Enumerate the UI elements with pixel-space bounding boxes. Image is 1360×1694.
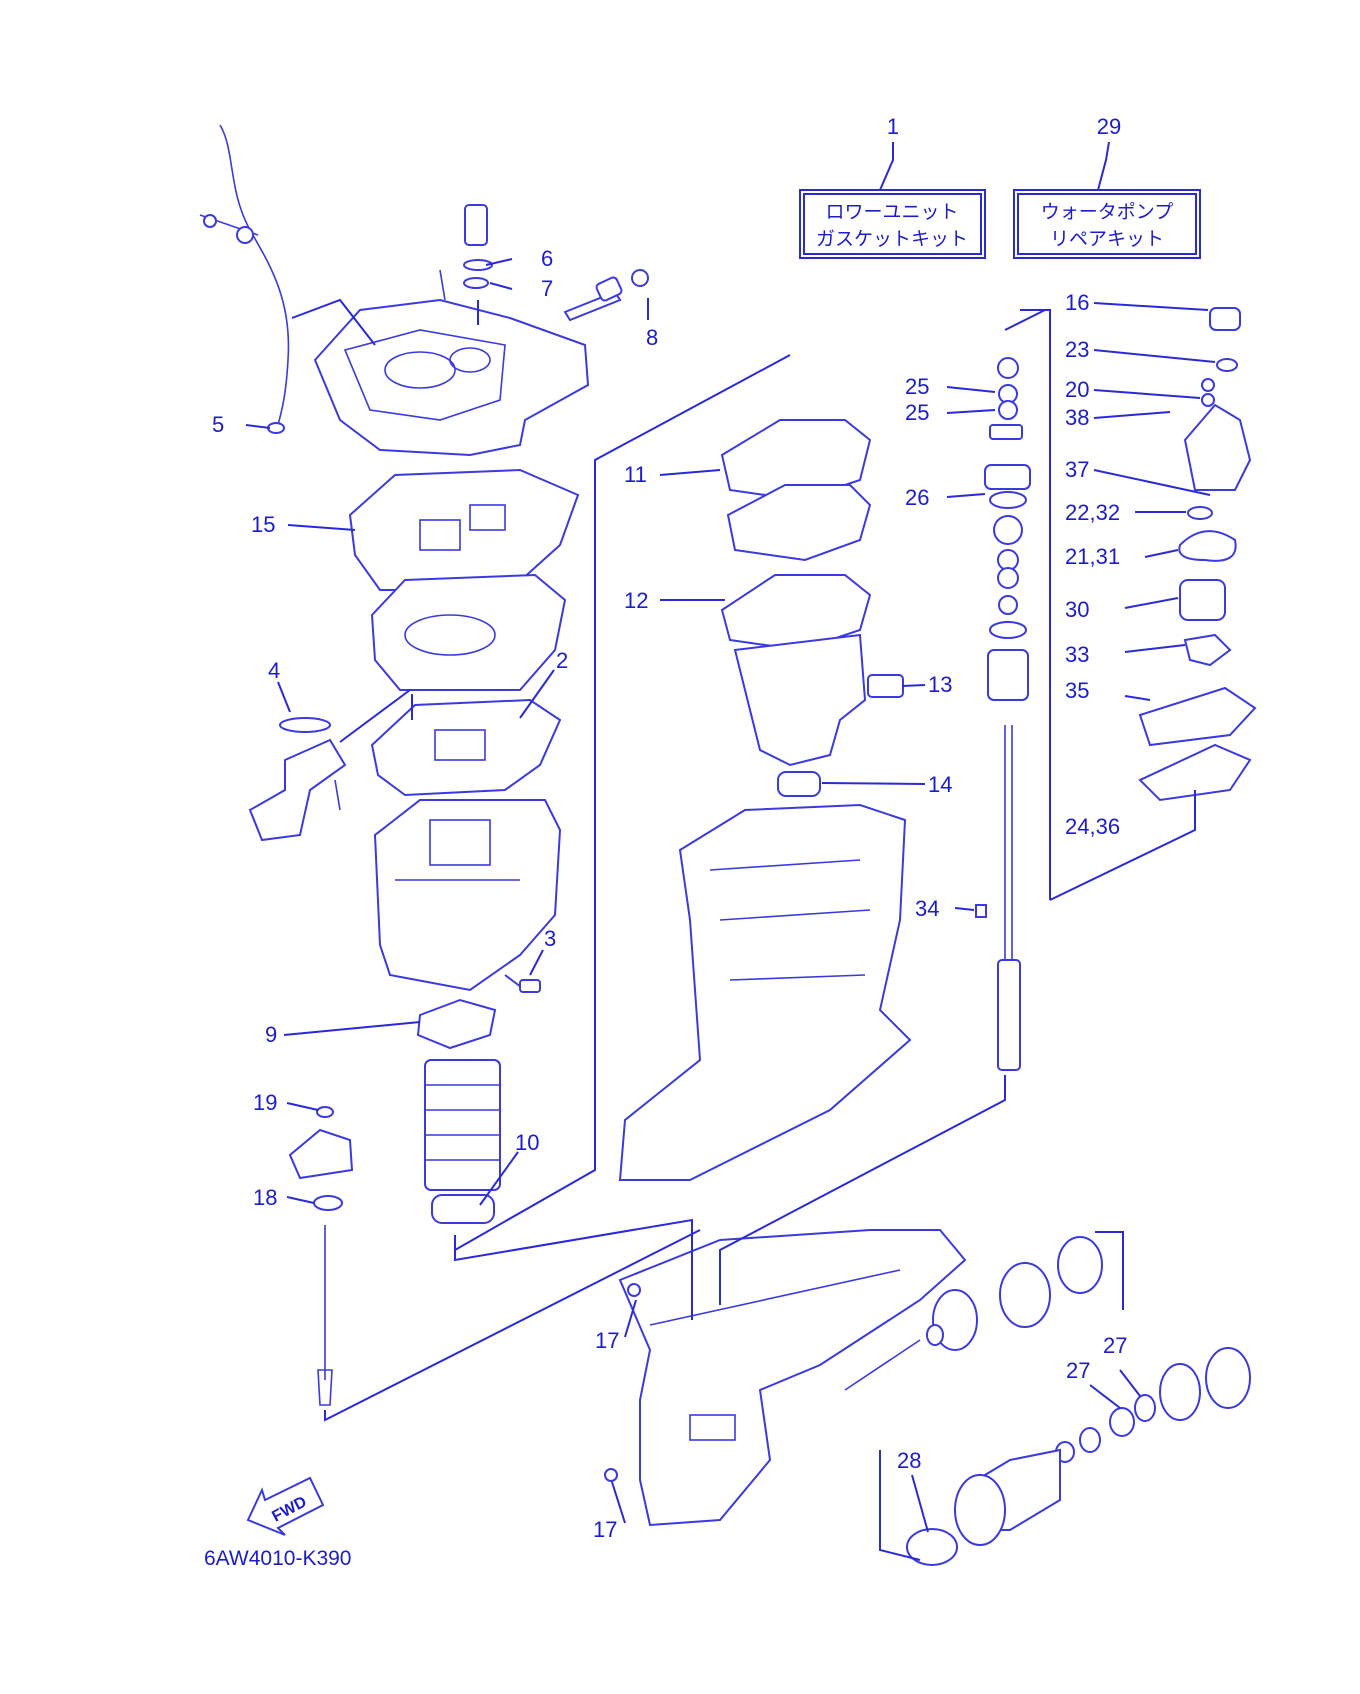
pump-housing bbox=[1183, 403, 1252, 491]
callout-11: 11 bbox=[624, 462, 647, 487]
kit-name-line1: ロワーユニット bbox=[825, 202, 958, 223]
callout-33: 33 bbox=[1065, 642, 1089, 667]
callout-37: 37 bbox=[1065, 457, 1089, 482]
callout-27b: 27 bbox=[1066, 1358, 1090, 1383]
diagram-code: 6AW4010-K390 bbox=[204, 1547, 351, 1570]
callout-21-31: 21,31 bbox=[1065, 544, 1120, 569]
callout-10: 10 bbox=[515, 1130, 539, 1155]
parts-line-art bbox=[199, 124, 1257, 1566]
callout-7: 7 bbox=[541, 276, 553, 301]
callout-3: 3 bbox=[544, 926, 556, 951]
callout-6: 6 bbox=[541, 246, 553, 271]
kit-box-water-pump-repair: ウォータポンプ リペアキット 29 bbox=[1013, 114, 1201, 259]
callout-27a: 27 bbox=[1103, 1333, 1127, 1358]
water-tube bbox=[219, 124, 290, 426]
callout-12: 12 bbox=[624, 588, 648, 613]
callout-15: 15 bbox=[251, 512, 275, 537]
callout-35: 35 bbox=[1065, 678, 1089, 703]
kit-box-lower-unit-gasket: ロワーユニット ガスケットキット 1 bbox=[799, 114, 986, 259]
fwd-arrow-icon bbox=[246, 1476, 325, 1536]
exhaust-elbow bbox=[248, 738, 347, 842]
callout-22-32: 22,32 bbox=[1065, 500, 1120, 525]
callout-20: 20 bbox=[1065, 377, 1089, 402]
callout-1: 1 bbox=[887, 114, 899, 139]
callout-38: 38 bbox=[1065, 405, 1089, 430]
callout-13: 13 bbox=[928, 672, 952, 697]
callout-19: 19 bbox=[253, 1090, 277, 1115]
kit-name-line1: ウォータポンプ bbox=[1041, 201, 1173, 223]
callout-24-36: 24,36 bbox=[1065, 814, 1120, 839]
callout-2: 2 bbox=[556, 648, 568, 673]
callout-17b: 17 bbox=[593, 1517, 617, 1542]
callout-26: 26 bbox=[905, 485, 929, 510]
callout-labels: 6 7 8 5 15 4 2 3 9 10 19 18 11 12 13 14 … bbox=[212, 246, 1127, 1542]
gasket-12 bbox=[720, 574, 872, 652]
leader-lines bbox=[245, 258, 1216, 1561]
exhaust-manifold bbox=[373, 799, 562, 992]
plug-6 bbox=[464, 204, 488, 246]
gasket-11 bbox=[720, 419, 872, 502]
callout-16: 16 bbox=[1065, 290, 1089, 315]
kit-name-line2: ガスケットキット bbox=[816, 228, 968, 250]
muffler bbox=[424, 1059, 501, 1191]
callout-29: 29 bbox=[1097, 114, 1121, 139]
callout-23: 23 bbox=[1065, 337, 1089, 362]
gasket-15 bbox=[348, 468, 580, 591]
upper-case bbox=[618, 803, 912, 1181]
callout-30: 30 bbox=[1065, 597, 1089, 622]
callout-28: 28 bbox=[897, 1448, 921, 1473]
callout-4: 4 bbox=[268, 658, 280, 683]
callout-5: 5 bbox=[212, 412, 224, 437]
lower-case bbox=[618, 1229, 967, 1527]
callout-25a: 25 bbox=[905, 374, 929, 399]
oil-pan bbox=[733, 633, 867, 767]
callout-34: 34 bbox=[915, 896, 939, 921]
callout-18: 18 bbox=[253, 1185, 277, 1210]
gasket-9 bbox=[416, 998, 497, 1050]
callout-14: 14 bbox=[928, 772, 952, 797]
callout-9: 9 bbox=[265, 1022, 277, 1047]
kit-name-line2: リペアキット bbox=[1050, 229, 1164, 250]
callout-17a: 17 bbox=[595, 1328, 619, 1353]
callout-8: 8 bbox=[646, 325, 658, 350]
callout-25b: 25 bbox=[905, 400, 929, 425]
gasket-2 bbox=[370, 698, 562, 797]
